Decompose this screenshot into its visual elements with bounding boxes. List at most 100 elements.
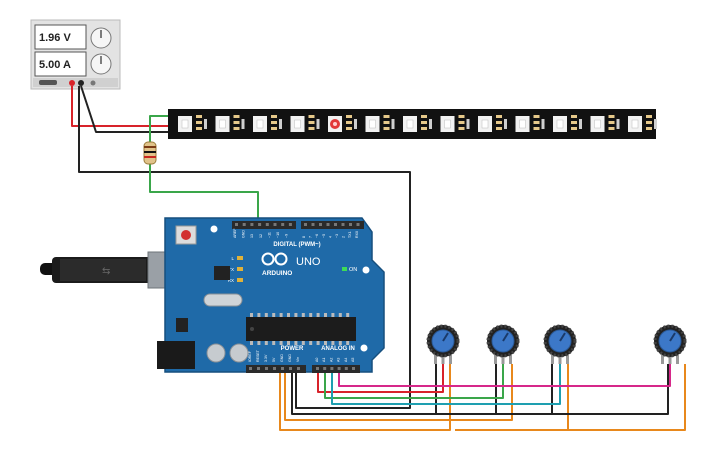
led-pixel	[628, 115, 657, 132]
digital-pin[interactable]	[356, 223, 360, 226]
potentiometer[interactable]	[486, 324, 520, 364]
digital-pin-label: 12	[259, 234, 263, 238]
power-pin-label: RESET	[256, 349, 260, 362]
digital-pin[interactable]	[288, 223, 292, 226]
digital-pin-label: ~6	[315, 234, 319, 238]
digital-pin[interactable]	[349, 223, 352, 226]
potentiometer[interactable]	[426, 324, 460, 364]
potentiometers[interactable]	[426, 324, 687, 364]
mount-hole	[360, 344, 368, 352]
wires	[71, 85, 686, 431]
usb-cable[interactable]: ⇆	[40, 251, 177, 289]
digital-pin[interactable]	[341, 223, 345, 226]
analog-pin[interactable]	[344, 367, 348, 370]
led-pixel	[590, 115, 620, 132]
digital-header-left	[232, 221, 296, 229]
dc-power-jack[interactable]	[157, 341, 195, 369]
led-pixel	[328, 115, 357, 132]
analog-pin-label: A2	[329, 358, 333, 362]
usb-icon: ⇆	[102, 266, 110, 277]
digital-pin[interactable]	[258, 223, 262, 226]
analog-header	[312, 365, 360, 373]
digital-pin-label: AREF	[233, 228, 237, 238]
positive-terminal[interactable]	[69, 80, 75, 86]
wire-pot2-signal	[324, 364, 504, 399]
power-switch[interactable]	[39, 80, 57, 85]
digital-pin-label: ~3	[335, 234, 339, 238]
wire-pot4-5v	[568, 364, 686, 431]
digital-pin[interactable]	[326, 223, 330, 226]
wire-pot1-signal	[317, 364, 444, 393]
digital-pin-label: GND	[242, 230, 246, 238]
analog-pin-label: A5	[351, 358, 355, 362]
power-pin[interactable]	[265, 367, 268, 370]
power-supply[interactable]: 1.96 V 5.00 A	[30, 19, 121, 90]
potentiometer[interactable]	[543, 324, 577, 364]
digital-pin[interactable]	[235, 223, 238, 226]
power-pin-label: Vin	[296, 357, 300, 362]
mount-hole	[210, 225, 218, 233]
wire-pot3-gnd	[496, 364, 553, 415]
analog-pin[interactable]	[323, 367, 327, 370]
power-led-label: ON	[349, 267, 357, 273]
led-pixel	[178, 115, 207, 132]
power-pin-label: 3.3V	[264, 354, 268, 362]
digital-pin[interactable]	[281, 223, 285, 226]
current-readout: 5.00 A	[39, 59, 71, 71]
power-pin-label: 5V	[272, 357, 276, 362]
digital-pin[interactable]	[334, 223, 337, 226]
digital-pin[interactable]	[304, 223, 307, 226]
digital-pin[interactable]	[265, 223, 269, 226]
wire-data	[149, 115, 259, 226]
led-label: L	[231, 256, 234, 261]
led-pixel	[403, 115, 432, 132]
wire-supply-ground-arduino	[78, 86, 411, 409]
resistor[interactable]	[143, 141, 157, 165]
led-pixel	[440, 115, 470, 132]
power-pin-label: GND	[280, 354, 284, 362]
negative-terminal[interactable]	[78, 80, 84, 86]
power-pin[interactable]	[249, 367, 252, 370]
digital-pin[interactable]	[273, 223, 277, 226]
digital-pin[interactable]	[311, 223, 315, 226]
led-pixel	[478, 115, 507, 132]
digital-pin[interactable]	[319, 223, 322, 226]
digital-pin-label: TX1	[348, 231, 352, 238]
power-pin[interactable]	[289, 367, 292, 370]
power-pin[interactable]	[297, 367, 300, 370]
indicator-led	[237, 278, 243, 282]
digital-pin-label: 8	[302, 236, 306, 238]
analog-pin[interactable]	[352, 367, 355, 370]
digital-header-label: DIGITAL (PWM~)	[273, 242, 320, 248]
analog-pin[interactable]	[316, 367, 319, 370]
potentiometer[interactable]	[653, 324, 687, 364]
reset-button-cap[interactable]	[181, 230, 191, 240]
mount-hole	[362, 266, 370, 274]
microcontroller-chip	[246, 317, 356, 341]
arduino-logo	[261, 252, 288, 266]
digital-pin[interactable]	[250, 223, 254, 226]
ground-terminal[interactable]	[90, 80, 96, 86]
analog-pin[interactable]	[337, 367, 341, 370]
led-strip[interactable]	[168, 109, 657, 139]
wire-supply-negative	[80, 85, 172, 133]
digital-pin-label: RX0	[355, 231, 359, 238]
arduino-logo-text: ARDUINO	[262, 270, 292, 277]
analog-pin[interactable]	[330, 367, 334, 370]
analog-pin-label: A3	[337, 358, 341, 362]
digital-pin[interactable]	[242, 223, 246, 226]
led-pixel	[365, 115, 395, 132]
crystal-oscillator	[203, 293, 243, 307]
digital-pin-label: ~10	[276, 232, 280, 238]
led-pixel	[290, 115, 320, 132]
power-pin[interactable]	[281, 367, 284, 370]
led-label: RX	[228, 278, 234, 283]
digital-pin-label: ~5	[322, 234, 326, 238]
power-pin[interactable]	[257, 367, 260, 370]
power-pin-label: IOREF	[248, 350, 252, 362]
power-pin[interactable]	[273, 367, 276, 370]
capacitor	[206, 343, 226, 363]
analog-pin-label: A1	[322, 358, 326, 362]
